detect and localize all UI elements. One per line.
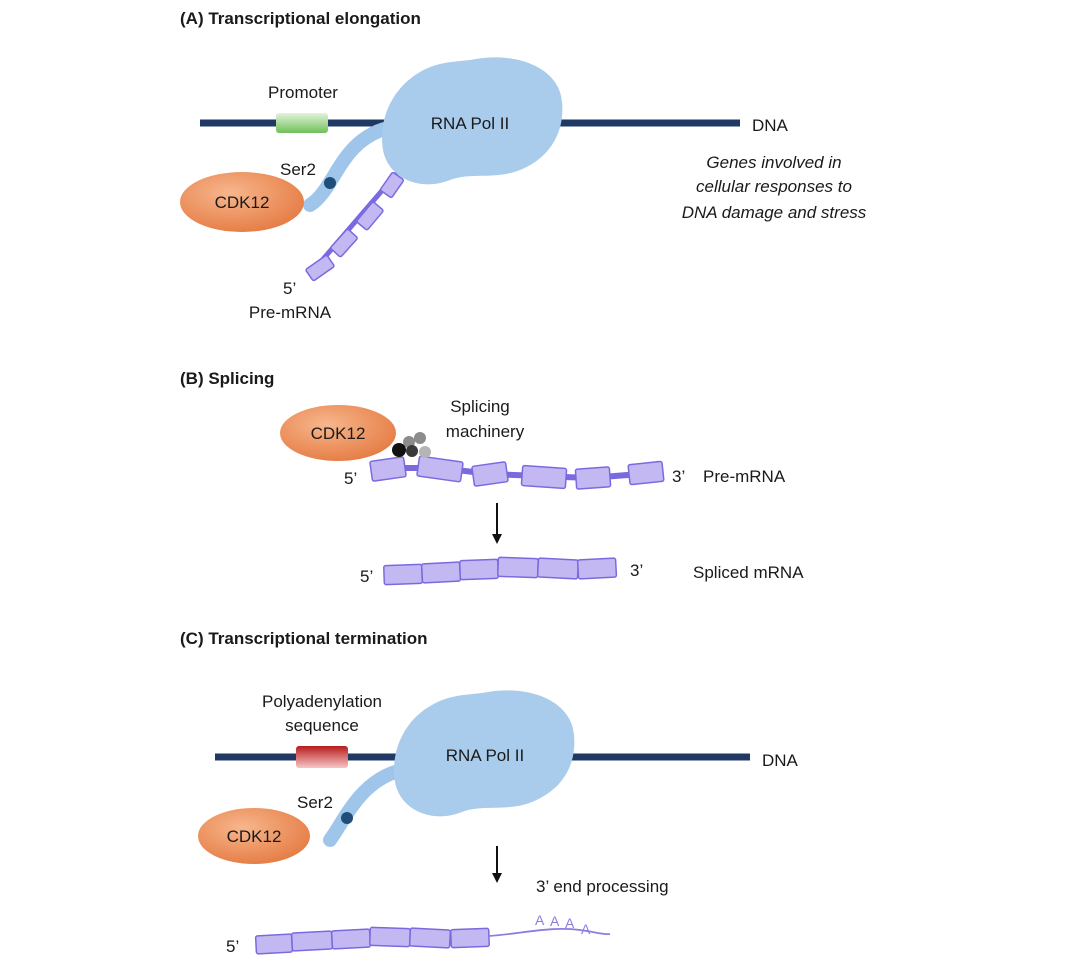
panel-a-heading: (A) Transcriptional elongation bbox=[180, 9, 421, 28]
cdk12-ellipse bbox=[180, 172, 304, 232]
poly-a-letter-1: A bbox=[535, 912, 545, 928]
ser2-label: Ser2 bbox=[280, 160, 316, 179]
poly-a-letter-3: A bbox=[565, 915, 575, 931]
poly-a-tail bbox=[488, 927, 611, 937]
premrna-strand-b bbox=[369, 455, 665, 490]
cdk12-label-c: CDK12 bbox=[227, 827, 282, 846]
panel-c: (C) Transcriptional termination Polyaden… bbox=[180, 629, 799, 956]
polyadenylation-box bbox=[296, 746, 348, 768]
panel-c-heading: (C) Transcriptional termination bbox=[180, 629, 427, 648]
ctd-tail bbox=[303, 121, 395, 212]
ser2-dot-c bbox=[341, 812, 353, 824]
ser2-dot bbox=[324, 177, 336, 189]
five-prime-label: 5’ bbox=[283, 279, 296, 298]
splicing-line-1: Splicing bbox=[450, 397, 510, 416]
cdk12-ellipse-b bbox=[280, 405, 396, 461]
note-line-1: Genes involved in bbox=[706, 153, 841, 172]
promoter-label: Promoter bbox=[268, 83, 338, 102]
pol-label-c: RNA Pol II bbox=[446, 746, 524, 765]
mature-mrna bbox=[254, 926, 611, 955]
cdk12-label-b: CDK12 bbox=[311, 424, 366, 443]
panel-b: (B) Splicing CDK12 Splicing machinery 5’… bbox=[180, 369, 804, 586]
b-premrna-label: Pre-mRNA bbox=[703, 467, 786, 486]
ctd-tail-c bbox=[323, 763, 409, 847]
spliced-mrna-label: Spliced mRNA bbox=[693, 563, 804, 582]
b-five-prime-label: 5’ bbox=[344, 469, 357, 488]
processing-label: 3’ end processing bbox=[536, 877, 669, 896]
splicing-line-2: machinery bbox=[446, 422, 525, 441]
ser2-label-c: Ser2 bbox=[297, 793, 333, 812]
b-three-prime-label: 3’ bbox=[672, 467, 685, 486]
polyA-line-2: sequence bbox=[285, 716, 359, 735]
poly-a-letter-2: A bbox=[550, 913, 560, 929]
polyA-line-1: Polyadenylation bbox=[262, 692, 382, 711]
pol-label: RNA Pol II bbox=[431, 114, 509, 133]
panel-b-heading: (B) Splicing bbox=[180, 369, 274, 388]
cdk12-ellipse-c bbox=[198, 808, 310, 864]
premrna-chain bbox=[305, 170, 405, 282]
note-line-2: cellular responses to bbox=[696, 177, 852, 196]
spliced-three-prime-label: 3’ bbox=[630, 561, 643, 580]
rna-pol-ii-c bbox=[394, 690, 575, 817]
premrna-label: Pre-mRNA bbox=[249, 303, 332, 322]
spliced-mrna bbox=[383, 556, 618, 586]
panel-a: (A) Transcriptional elongation Promoter … bbox=[180, 9, 867, 322]
splicing-machinery-dots bbox=[392, 432, 431, 458]
rna-pol-ii bbox=[382, 57, 563, 185]
note-line-3: DNA damage and stress bbox=[682, 203, 867, 222]
poly-a-letter-4: A bbox=[581, 921, 591, 937]
c-five-prime-label: 5’ bbox=[226, 937, 239, 956]
spliced-five-prime-label: 5’ bbox=[360, 567, 373, 586]
dna-label-c: DNA bbox=[762, 751, 799, 770]
promoter-box bbox=[276, 113, 328, 133]
cdk12-label: CDK12 bbox=[215, 193, 270, 212]
dna-label: DNA bbox=[752, 116, 789, 135]
